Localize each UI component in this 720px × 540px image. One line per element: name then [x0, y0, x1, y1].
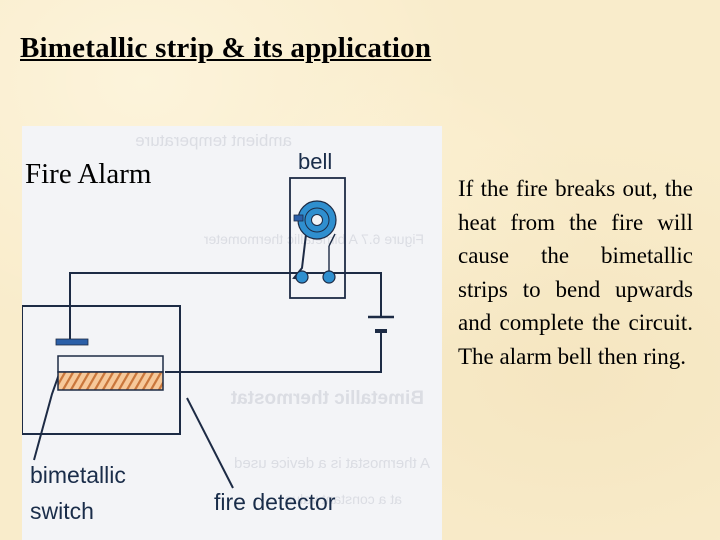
detector-leader [186, 397, 234, 489]
bell-box [289, 177, 346, 299]
wire-right [165, 332, 382, 373]
svg-text:at a constant value: at a constant value [284, 491, 402, 507]
fire-alarm-diagram: ambient temperature Figure 6.7 A bimetal… [22, 126, 442, 540]
bell-icon [293, 200, 337, 284]
detector-label: fire detector [214, 489, 336, 515]
switch-label-line1: bimetallic [30, 462, 126, 488]
explanation-text: If the fire breaks out, the heat from th… [458, 176, 693, 369]
bimetallic-strip [57, 371, 164, 391]
svg-text:Bimetallic thermostat: Bimetallic thermostat [230, 388, 424, 409]
slide-title: Bimetallic strip & its application [20, 32, 432, 64]
battery-icon [368, 315, 394, 333]
background-bleed-text: ambient temperature Figure 6.7 A bimetal… [135, 131, 430, 507]
wire-top [69, 272, 382, 342]
svg-text:ambient temperature: ambient temperature [135, 131, 292, 150]
switch-label-line2: switch [30, 498, 94, 524]
figure-caption: Fire Alarm [25, 158, 152, 190]
contact-plate [55, 338, 89, 346]
strip-upper-layer [57, 355, 164, 373]
detector-box [22, 305, 181, 435]
svg-text:A thermostat is a device used: A thermostat is a device used [234, 455, 430, 472]
bell-label: bell [298, 149, 332, 174]
